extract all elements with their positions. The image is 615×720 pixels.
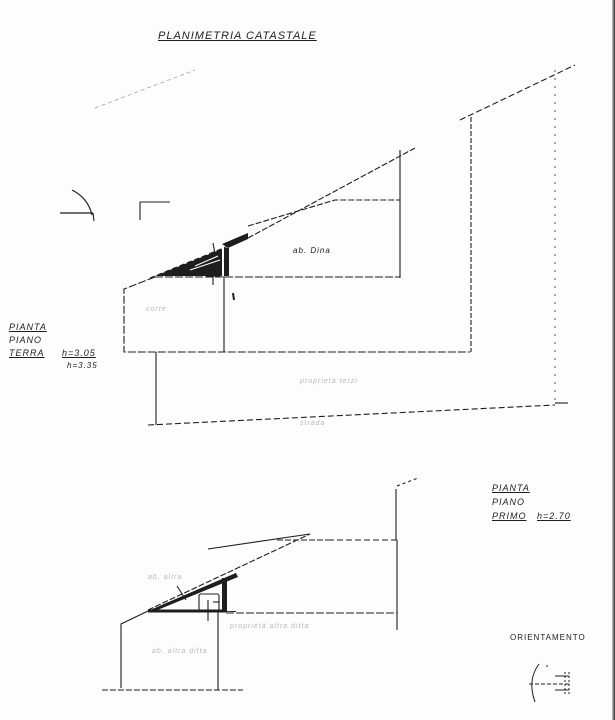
first-floor-height: h=2.70 <box>537 511 571 521</box>
first-floor-label-primo: PRIMO <box>492 511 527 521</box>
first-floor-faint-label-2: proprietà altra ditta <box>230 623 310 630</box>
first-floor-faint-label-1: ab. altra <box>148 574 183 581</box>
ground-floor-height-1: h=3.05 <box>62 348 96 358</box>
ground-floor-label-terra: TERRA <box>9 348 45 358</box>
first-floor-faint-label-3: ab. altra ditta <box>152 648 208 655</box>
scan-edge <box>612 0 615 720</box>
ground-floor-height-2: h=3.35 <box>67 361 98 370</box>
ground-floor-label-pianta: PIANTA <box>9 322 47 332</box>
ground-floor-faint-label-2: proprietà terzi <box>300 378 358 385</box>
ground-floor-label-piano: PIANO <box>9 335 43 345</box>
first-floor-label-piano: PIANO <box>492 497 526 507</box>
orientation-label: ORIENTAMENTO <box>510 633 586 642</box>
ground-floor-faint-label-1: corte <box>146 306 167 313</box>
north-arrow-icon <box>529 663 570 703</box>
document-title: PLANIMETRIA CATASTALE <box>158 30 317 42</box>
ground-floor-faint-label-3: strada <box>300 420 326 427</box>
first-floor-label-pianta: PIANTA <box>492 483 530 493</box>
ground-floor-room-label: ab. Dina <box>293 246 331 255</box>
